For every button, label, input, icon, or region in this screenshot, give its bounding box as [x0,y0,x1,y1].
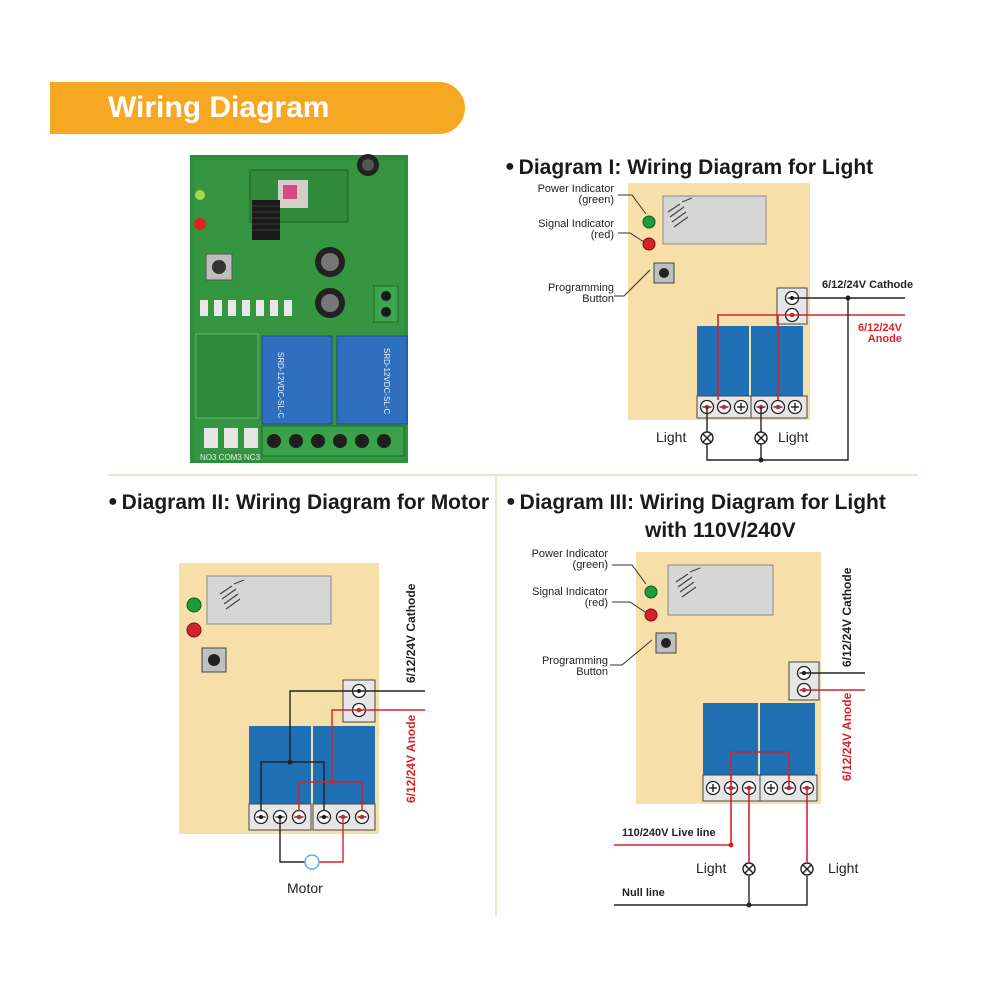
d3-light-right: Light [828,860,859,876]
d2-anode-label: 6/12/24V Anode [404,714,418,803]
divider-vertical [495,476,497,916]
d3-null-line-label: Null line [622,887,665,899]
d3-power-led [644,585,658,599]
d3-live-line-label: 110/240V Live line [622,827,716,839]
d1-prog-line2: Button [582,293,614,305]
d1-prog-label: Programming Button [532,283,614,305]
d1-relay-1 [697,326,749,398]
d2-signal-led [186,622,202,638]
d1-anode-line1: 6/12/24V [857,322,902,334]
d3-rf-module [667,564,774,616]
d1-signal-label: Signal Indicator (red) [532,219,614,241]
d2-cathode-label: 6/12/24V Cathode [404,583,418,683]
d3-prog-label: Programming Button [524,656,608,678]
d2-heading: ●Diagram II: Wiring Diagram for Motor [108,491,490,514]
d1-anode-label: 6/12/24V Anode [840,323,902,345]
d1-power-label: Power Indicator (green) [532,184,614,206]
d1-prog-line1: Programming [547,282,614,294]
pcb-terminal-text: NO3 COM3 NC3 [200,453,261,462]
d3-heading-line2: with 110V/240V [645,519,796,542]
d2-prog-button [201,647,227,673]
d1-signal-led [642,237,656,251]
d1-heading-text: Diagram I: Wiring Diagram for Light [518,156,874,179]
pcb-relay-1-text: SRD-12VDC-SL-C [276,352,285,419]
d3-prog-line1: Programming [541,655,608,667]
d3-power-color: (green) [572,559,608,571]
pcb-relay-2-text: SRD-12VDC-SL-C [382,348,391,415]
pcb-photo [190,154,408,463]
d3-relay-2 [760,703,815,775]
d2-power-led [186,597,202,613]
title-banner: Wiring Diagram [50,82,465,134]
d2-relay-2 [313,726,375,806]
diagram-3 [610,552,865,908]
d3-signal-led [644,608,658,622]
d3-power-label-text: Power Indicator [531,548,608,560]
d3-prog-line2: Button [576,666,608,678]
d2-motor-symbol [304,854,320,870]
d1-power-led [642,215,656,229]
divider-horizontal [108,474,918,476]
d1-power-color: (green) [578,194,614,206]
d1-light-right: Light [778,429,809,445]
d1-relay-2 [751,326,803,398]
d3-heading-line1: Diagram III: Wiring Diagram for Light [519,491,886,514]
d2-relay-1 [249,726,311,806]
d1-heading: ●Diagram I: Wiring Diagram for Light [505,156,874,179]
d3-signal-label-text: Signal Indicator [532,586,608,598]
d1-signal-color: (red) [590,229,614,241]
d3-anode-label: 6/12/24V Anode [840,692,854,781]
d2-rf-module [206,575,332,625]
d3-cathode-label: 6/12/24V Cathode [840,567,854,667]
d3-power-label: Power Indicator (green) [524,549,608,571]
d1-anode-line2: Anode [867,333,902,345]
d3-signal-color: (red) [584,597,608,609]
d2-motor-label: Motor [287,880,323,896]
d1-cathode-label: 6/12/24V Cathode [822,279,914,291]
d1-light-left: Light [656,429,687,445]
d1-power-label-text: Power Indicator [537,183,614,195]
d1-rf-module [662,195,767,245]
d3-light-left: Light [696,860,727,876]
d3-heading: ●Diagram III: Wiring Diagram for Light [506,491,886,514]
diagram-2 [179,563,425,870]
d2-heading-text: Diagram II: Wiring Diagram for Motor [121,491,490,514]
banner-title: Wiring Diagram [108,91,330,124]
diagram-1 [614,183,905,463]
d1-signal-label-text: Signal Indicator [538,218,614,230]
d3-signal-label: Signal Indicator (red) [524,587,608,609]
